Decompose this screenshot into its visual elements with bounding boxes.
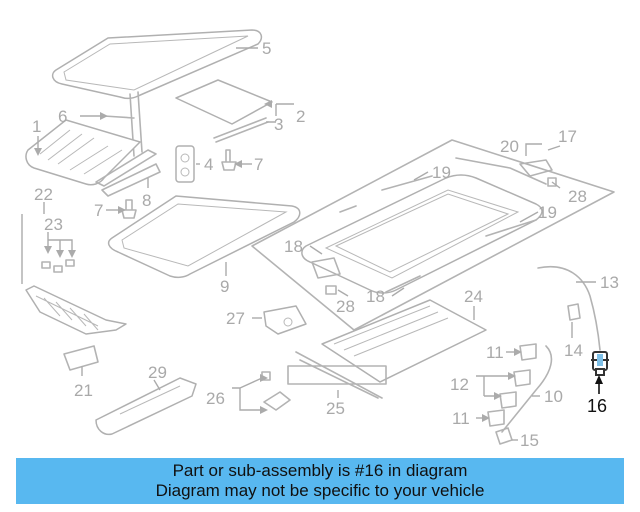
callout-17: 17 <box>558 127 577 146</box>
part-4-bracket <box>175 145 195 183</box>
callout-24: 24 <box>464 287 483 306</box>
callout-18-a: 18 <box>284 237 303 256</box>
part-23-clips <box>41 259 75 273</box>
part-11-clip-a <box>519 343 537 361</box>
part-7-screw-a <box>221 149 237 171</box>
callout-18-b: 18 <box>366 287 385 306</box>
part-22-deflector <box>25 285 127 335</box>
callout-3: 3 <box>274 115 283 134</box>
callout-19-a: 19 <box>432 163 451 182</box>
callout-11-b: 11 <box>452 409 470 428</box>
parts-diagram: 5 6 2 3 1 4 7 7 8 9 17 20 19 28 19 18 28… <box>21 29 619 450</box>
part-20-motor <box>519 159 553 177</box>
callout-19-b: 19 <box>538 203 557 222</box>
part-21-bracket <box>63 345 99 371</box>
part-9-seal <box>107 195 301 279</box>
part-28-screw-a <box>547 177 557 187</box>
callout-5: 5 <box>262 39 271 58</box>
part-7-screw-b <box>121 199 137 219</box>
part-11-clip-b <box>487 409 505 427</box>
part-25-rail <box>287 351 387 399</box>
part-5-glass-panel <box>51 29 263 100</box>
callout-15: 15 <box>520 431 539 450</box>
part-14-clip <box>567 303 581 321</box>
part-3-strip <box>213 117 269 143</box>
part-27-motor <box>263 305 307 335</box>
info-banner: Part or sub-assembly is #16 in diagram D… <box>16 458 624 504</box>
callout-9: 9 <box>220 277 229 296</box>
callout-21: 21 <box>74 381 93 400</box>
part-13-drain-hose <box>537 265 601 351</box>
callout-25: 25 <box>326 399 345 418</box>
callout-7-b: 7 <box>94 201 103 220</box>
banner-line-1: Part or sub-assembly is #16 in diagram <box>172 461 468 480</box>
callout-6: 6 <box>58 107 67 126</box>
part-18-bracket-a <box>311 257 341 279</box>
callout-27: 27 <box>226 309 245 328</box>
callout-13: 13 <box>600 273 619 292</box>
part-16-leader-arrow <box>595 375 603 394</box>
callout-14: 14 <box>564 341 583 360</box>
callout-16-highlighted: 16 <box>587 396 607 416</box>
part-16-drain-valve <box>591 351 609 376</box>
callout-11-a: 11 <box>486 343 504 362</box>
callout-2: 2 <box>296 107 305 126</box>
callout-29: 29 <box>148 363 167 382</box>
part-8-rod <box>101 163 161 197</box>
callout-4: 4 <box>204 155 213 174</box>
part-28-screw-b <box>325 285 337 295</box>
part-29-handle <box>95 377 197 436</box>
leader-lines <box>21 47 596 441</box>
part-10-drain-hose <box>501 345 553 433</box>
callout-12: 12 <box>450 375 469 394</box>
callout-28-a: 28 <box>568 187 587 206</box>
callout-10: 10 <box>544 387 563 406</box>
callout-28-b: 28 <box>336 297 355 316</box>
callout-7-a: 7 <box>254 155 263 174</box>
callout-8: 8 <box>142 191 151 210</box>
callout-numbers: 5 6 2 3 1 4 7 7 8 9 17 20 19 28 19 18 28… <box>32 39 619 450</box>
callout-26: 26 <box>206 389 225 408</box>
part-12-clips <box>499 369 531 409</box>
part-1-shade-glass <box>25 119 157 187</box>
callout-1: 1 <box>32 117 41 136</box>
callout-23: 23 <box>44 215 63 234</box>
part-24-sunshade <box>321 299 487 383</box>
part-2-panel <box>175 79 273 125</box>
part-17-frame-assembly <box>251 139 615 331</box>
callout-22: 22 <box>34 185 53 204</box>
banner-line-2: Diagram may not be specific to your vehi… <box>155 481 485 500</box>
callout-20: 20 <box>500 137 519 156</box>
